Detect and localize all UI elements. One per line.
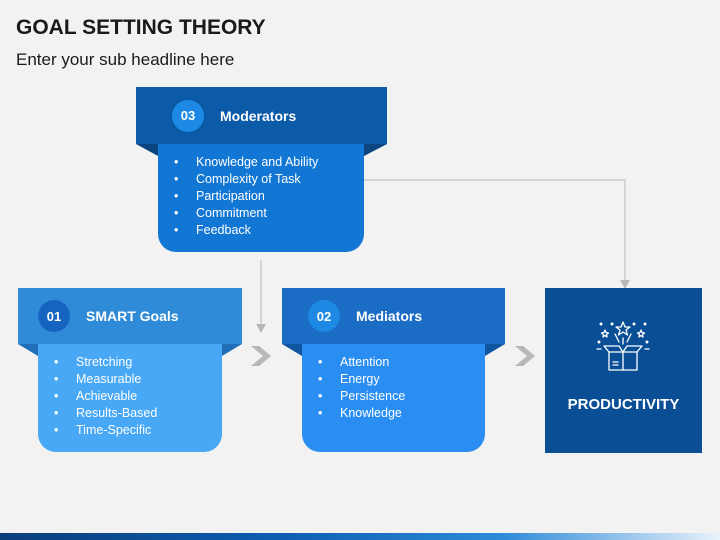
moderators-fold-left (136, 144, 158, 156)
moderators-card: Knowledge and Ability Complexity of Task… (158, 144, 364, 252)
productivity-label: PRODUCTIVITY (567, 396, 680, 413)
list-item: Results-Based (54, 405, 222, 422)
list-item: Attention (318, 354, 485, 371)
list-item: Commitment (174, 205, 364, 222)
moderators-to-productivity-connector (364, 179, 626, 284)
page-title: GOAL SETTING THEORY (16, 16, 266, 39)
chevron-right-icon (515, 346, 535, 366)
smart-fold-right (222, 344, 242, 356)
productivity-box: PRODUCTIVITY (545, 288, 702, 453)
mediators-number-badge: 02 (308, 300, 340, 332)
list-item: Stretching (54, 354, 222, 371)
gift-box-sparkle-icon (596, 321, 650, 371)
footer-gradient-bar (0, 533, 720, 540)
list-item: Complexity of Task (174, 171, 364, 188)
down-arrowhead (256, 324, 266, 333)
mediators-list: Attention Energy Persistence Knowledge (318, 354, 485, 422)
chevron-right-icon (251, 346, 271, 366)
list-item: Participation (174, 188, 364, 205)
mediators-card: Attention Energy Persistence Knowledge (302, 344, 485, 452)
list-item: Feedback (174, 222, 364, 239)
mediators-header: 02 Mediators (282, 288, 505, 344)
smart-goals-number-badge: 01 (38, 300, 70, 332)
smart-goals-list: Stretching Measurable Achievable Results… (54, 354, 222, 439)
smart-goals-card: Stretching Measurable Achievable Results… (38, 344, 222, 452)
list-item: Persistence (318, 388, 485, 405)
moderators-label: Moderators (220, 107, 297, 124)
mediators-fold-right (485, 344, 505, 356)
list-item: Achievable (54, 388, 222, 405)
moderators-list: Knowledge and Ability Complexity of Task… (174, 154, 364, 239)
moderators-header: 03 Moderators (136, 87, 387, 144)
list-item: Knowledge and Ability (174, 154, 364, 171)
moderators-number-badge: 03 (172, 99, 204, 132)
list-item: Energy (318, 371, 485, 388)
page-subtitle: Enter your sub headline here (16, 50, 235, 69)
list-item: Time-Specific (54, 422, 222, 439)
smart-fold-left (18, 344, 38, 356)
mediators-label: Mediators (356, 308, 423, 324)
mediators-fold-left (282, 344, 302, 356)
productivity-arrowhead (620, 280, 630, 289)
list-item: Knowledge (318, 405, 485, 422)
moderators-fold-right (364, 144, 387, 156)
smart-goals-label: SMART Goals (86, 308, 179, 324)
smart-goals-header: 01 SMART Goals (18, 288, 242, 344)
list-item: Measurable (54, 371, 222, 388)
